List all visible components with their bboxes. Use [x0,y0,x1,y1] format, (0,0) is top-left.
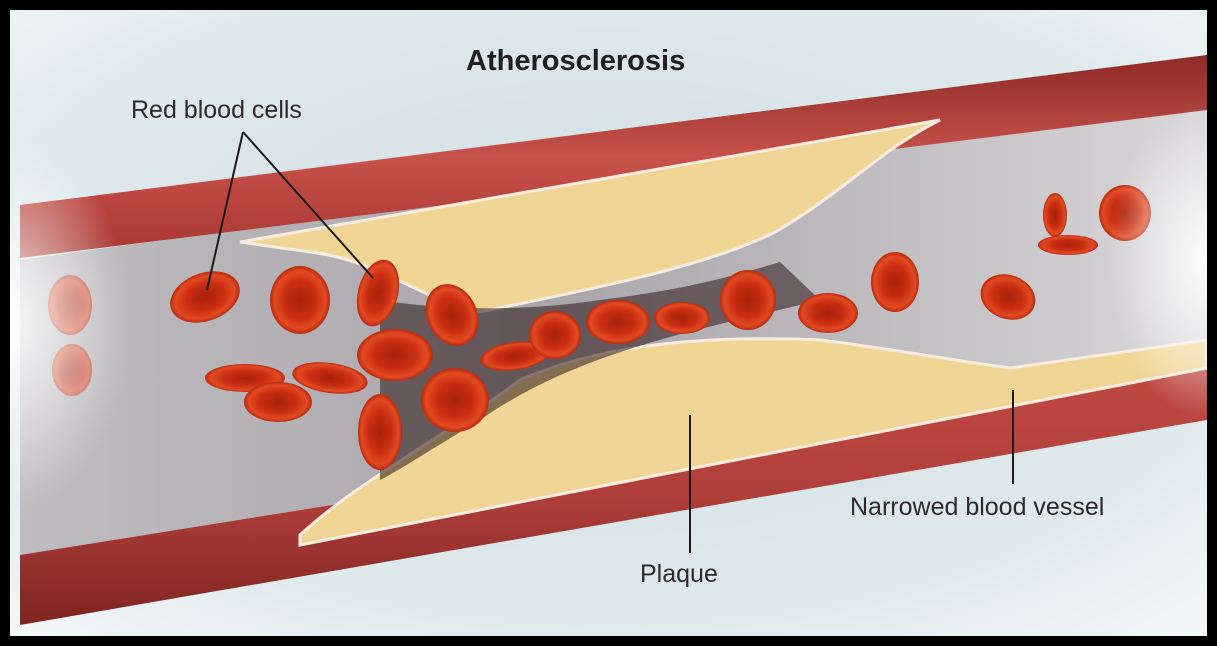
image-border [0,0,1217,646]
diagram-canvas: Atherosclerosis Red blood cells Plaque N… [0,0,1217,646]
